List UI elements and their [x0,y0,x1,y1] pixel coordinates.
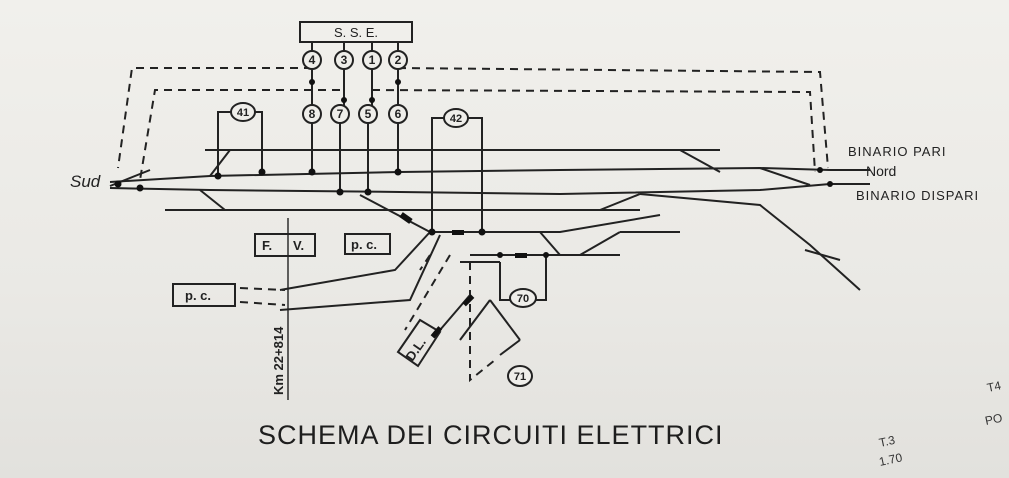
direction-north: Nord [866,163,896,179]
sse-label: S. S. E. [334,25,378,40]
circuit-8: 8 [309,107,316,121]
circuit-5: 5 [365,107,372,121]
box-pc-left: p. c. [185,288,211,303]
corner-po: PO [984,411,1004,428]
sse-box [299,21,413,43]
circuit-71: 71 [514,371,526,383]
circuit-42: 42 [450,113,462,125]
track-odd-label: BINARIO DISPARI [856,188,979,203]
circuit-1: 1 [369,53,376,67]
track-even [109,166,831,183]
circuit-6: 6 [395,107,402,121]
corner-170: 1.70 [878,450,904,469]
track-odd [109,183,831,196]
circuit-3: 3 [341,53,348,67]
direction-south: Sud [70,172,101,191]
diagram-title: SCHEMA DEI CIRCUITI ELETTRICI [258,420,724,450]
circuit-4: 4 [309,53,316,67]
box-pc-top: p. c. [351,237,377,252]
circuit-7: 7 [337,107,344,121]
circuit-41: 41 [237,107,249,119]
circuit-2: 2 [395,53,402,67]
track-even-label: BINARIO PARI [848,144,946,159]
corner-t3: T.3 [878,433,897,450]
box-fv-left: F. [262,238,272,253]
circuit-nodes [230,50,537,387]
km-marker: Km 22+814 [271,326,286,395]
corner-t4: T4 [986,378,1003,395]
circuit-70: 70 [517,293,529,305]
box-fv-right: V. [293,238,304,253]
